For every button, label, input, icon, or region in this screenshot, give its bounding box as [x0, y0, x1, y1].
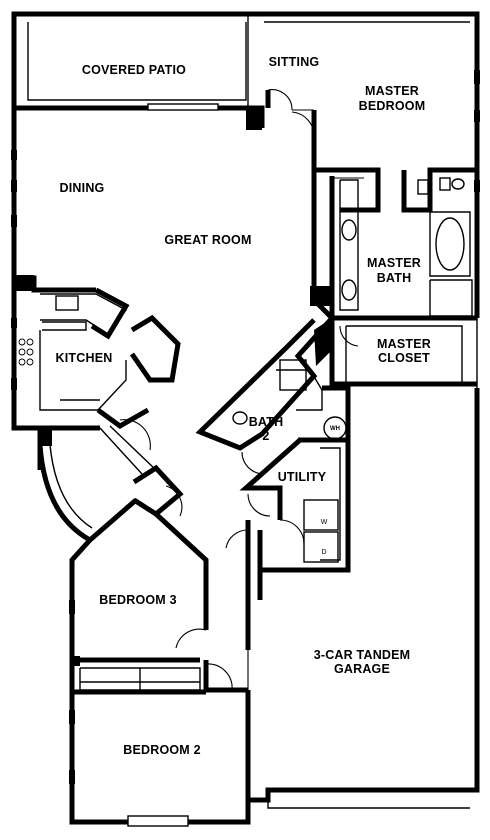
master-outer-wall — [248, 11, 480, 318]
windows — [11, 70, 480, 827]
label-master-bath-line1: MASTER — [367, 256, 421, 270]
label-garage-line1: 3-CAR TANDEM — [314, 648, 411, 662]
label-water-heater: WH — [330, 426, 340, 432]
garage-door-line — [267, 790, 470, 809]
label-kitchen: KITCHEN — [56, 351, 113, 365]
label-bedroom-2: BEDROOM 2 — [123, 743, 201, 757]
label-dining: DINING — [60, 181, 105, 195]
label-dryer: D — [321, 549, 326, 556]
garage-outer-wall — [248, 388, 480, 803]
curved-nook-wall — [37, 444, 92, 543]
fixture-labels: WH W D — [321, 426, 340, 556]
label-washer: W — [321, 519, 328, 526]
patio-outer-wall — [11, 11, 248, 108]
label-master-closet-line2: CLOSET — [378, 351, 430, 365]
curved-nook-inner — [49, 444, 93, 529]
label-bath2-line2: 2 — [262, 429, 269, 443]
label-covered-patio: COVERED PATIO — [82, 63, 186, 77]
label-garage-line2: GARAGE — [334, 662, 390, 676]
west-wall — [11, 108, 40, 431]
label-master-bedroom-line2: BEDROOM — [359, 99, 426, 113]
label-utility: UTILITY — [278, 470, 327, 484]
label-master-closet-line1: MASTER — [377, 337, 431, 351]
label-bedroom-3: BEDROOM 3 — [99, 593, 177, 607]
exterior-walls — [11, 11, 480, 825]
label-master-bath-line2: BATH — [377, 271, 412, 285]
label-master-bedroom-line1: MASTER — [365, 84, 419, 98]
patio-inner-line — [27, 22, 247, 101]
room-labels: COVERED PATIO SITTING MASTER BEDROOM DIN… — [56, 55, 431, 757]
label-bath2-line1: BATH — [249, 415, 284, 429]
interior-walls — [14, 90, 477, 800]
doors — [119, 89, 364, 691]
label-great-room: GREAT ROOM — [164, 233, 251, 247]
bedroom2-south-wall — [188, 800, 251, 825]
label-sitting: SITTING — [269, 55, 320, 69]
